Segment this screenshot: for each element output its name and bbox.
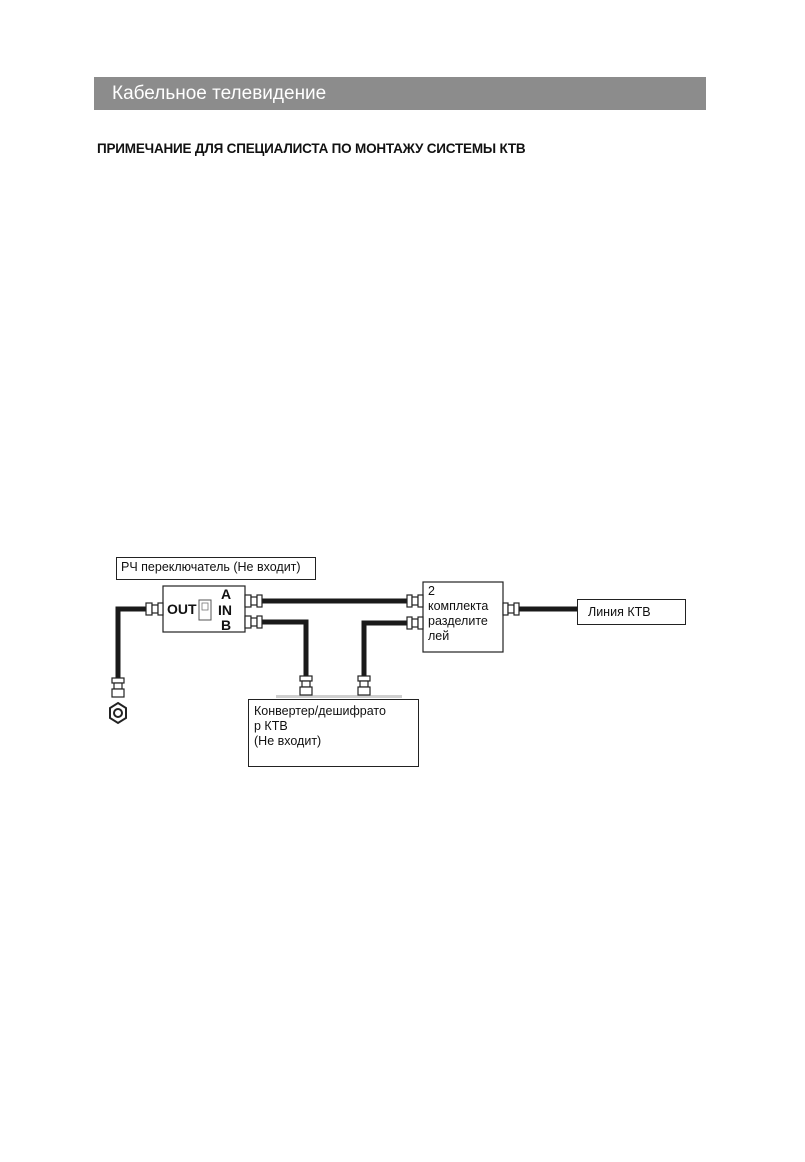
switch-connectors: [145, 594, 263, 629]
cables: [115, 598, 578, 680]
port-label-in: IN: [218, 602, 232, 618]
port-label-b: B: [221, 617, 232, 633]
converter-top-plate: [276, 695, 402, 698]
splitter-body: [422, 581, 504, 653]
tv-antenna-jack-icon: [109, 677, 127, 725]
cable-b-to-converter: [262, 619, 309, 680]
converter-label: Конвертер/дешифрато р КТВ (Не входит): [248, 699, 419, 767]
section-title: Кабельное телевидение: [112, 83, 327, 104]
rf-switch-slider-knob: [201, 602, 209, 611]
converter-connectors: [299, 675, 371, 696]
connector-b: [244, 615, 252, 629]
rf-switch-label: РЧ переключатель (Не входит): [116, 557, 316, 580]
section-title-bar: Кабельное телевидение: [94, 77, 706, 110]
port-label-out: OUT: [167, 601, 197, 617]
splitter-connectors: [406, 594, 520, 630]
port-label-a: A: [221, 586, 232, 602]
splitter-label: 2 комплекта разделите лей: [428, 584, 489, 643]
note-heading: ПРИМЕЧАНИЕ ДЛЯ СПЕЦИАЛИСТА ПО МОНТАЖУ СИ…: [97, 141, 526, 156]
connector-a: [244, 594, 252, 608]
connector-out: [145, 602, 153, 616]
cable-converter-to-splitter: [361, 620, 412, 680]
ktv-line-label: Линия КТВ: [577, 599, 686, 625]
cable-out-to-tv: [115, 606, 150, 680]
